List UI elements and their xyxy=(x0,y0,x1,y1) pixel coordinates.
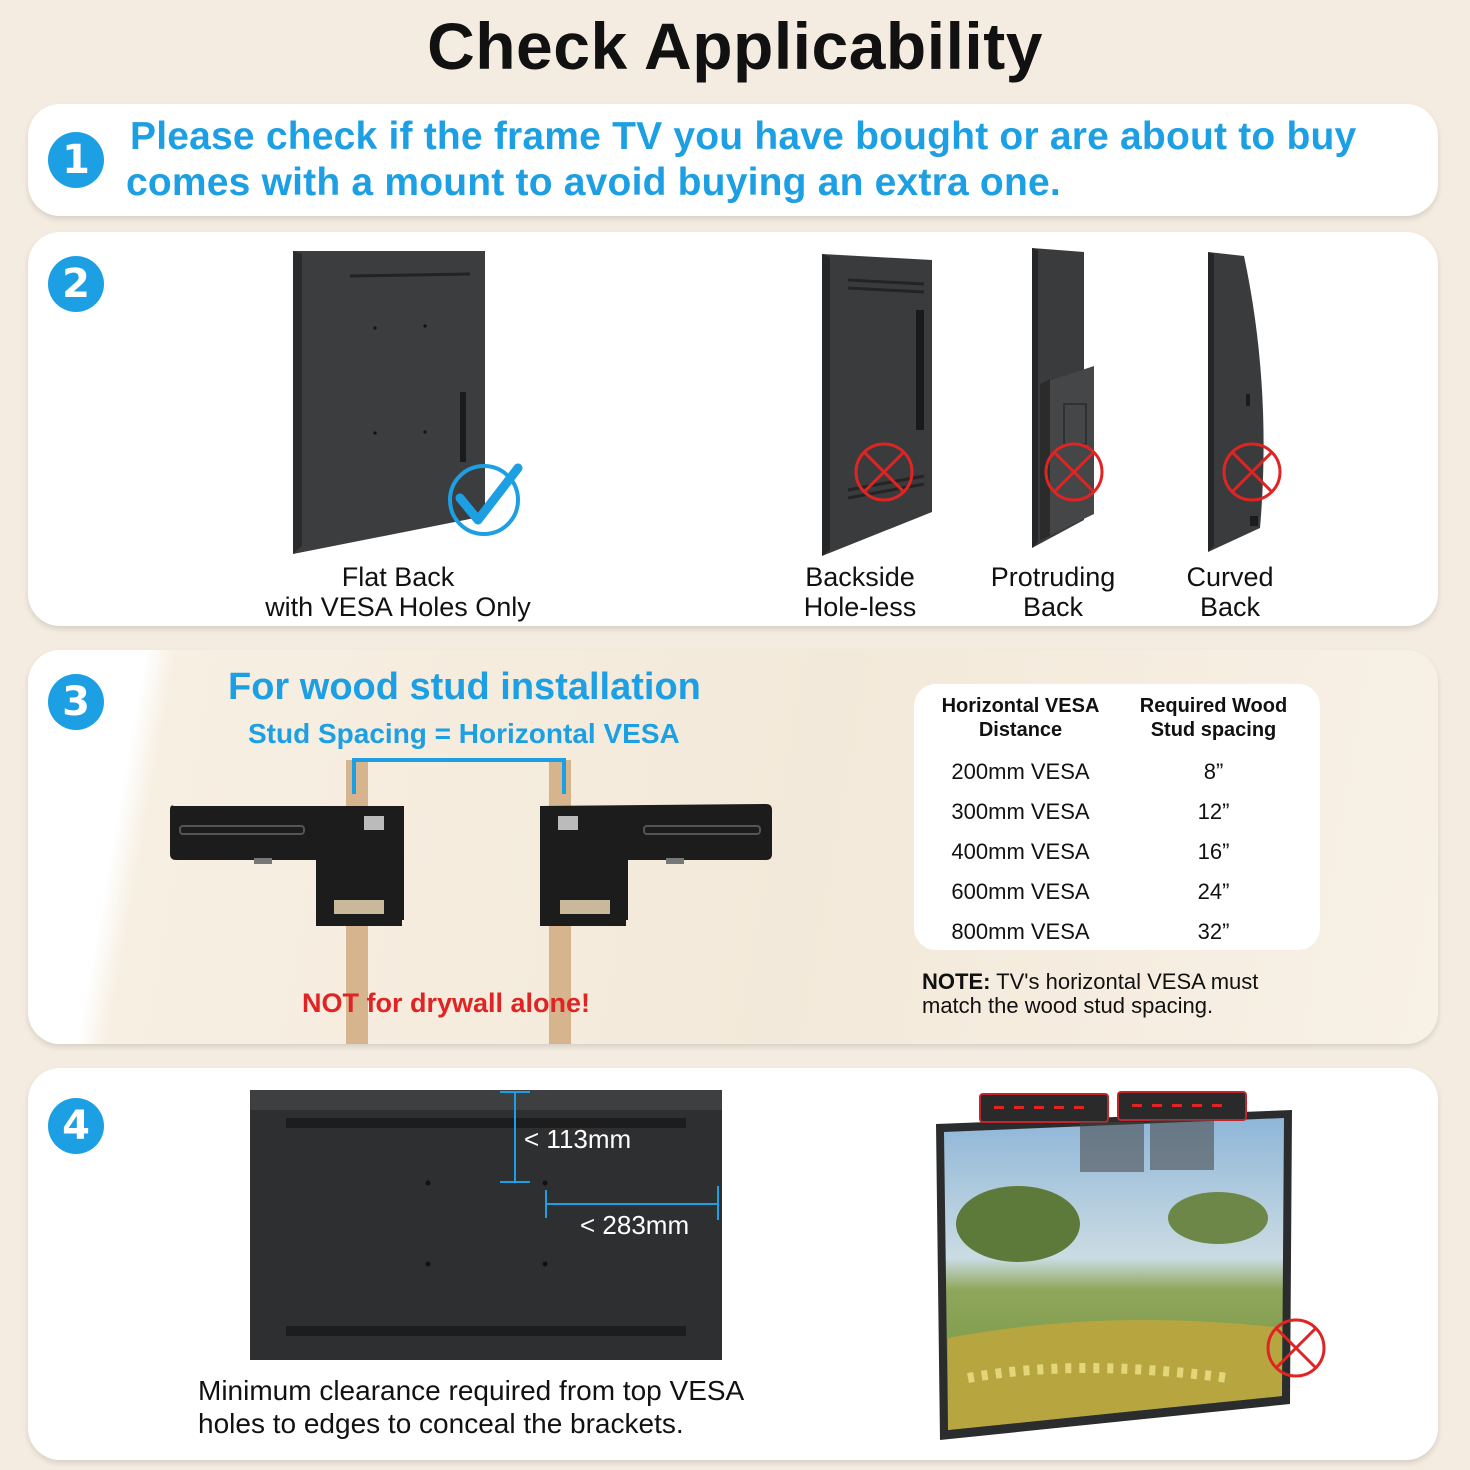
cross-icon xyxy=(854,442,914,502)
step4-card: 4 < 113mm < 283mm Minimum clearance requ… xyxy=(28,1068,1438,1460)
table-row: 600mm VESA 24” xyxy=(924,872,1310,912)
caption-line2: holes to edges to conceal the brackets. xyxy=(198,1408,684,1439)
table-row: 800mm VESA 32” xyxy=(924,912,1310,952)
protruding-tv-image xyxy=(1032,248,1094,548)
side-clearance-dimension: < 283mm xyxy=(580,1210,690,1240)
table-header-vesa: Horizontal VESA Distance xyxy=(941,695,1100,741)
step3-card: 3 For wood stud installation Stud Spacin… xyxy=(28,650,1438,1044)
table-row: 400mm VESA 16” xyxy=(924,832,1310,872)
tv-back-dimension-diagram xyxy=(250,1090,722,1360)
check-icon xyxy=(448,463,523,536)
curved-label-line2: Back xyxy=(1199,592,1261,622)
flat-back-label-line1: Flat Back xyxy=(341,562,455,592)
table-cell: 24” xyxy=(1197,879,1230,904)
drywall-warning: NOT for drywall alone! xyxy=(302,988,591,1018)
step1-line2: comes with a mount to avoid buying an ex… xyxy=(126,161,1061,204)
table-cell: 400mm VESA xyxy=(951,839,1090,864)
table-header-stud: Required Wood Stud spacing xyxy=(1139,695,1288,741)
flat-back-label: Flat Back with VESA Holes Only xyxy=(238,562,558,622)
flat-back-label-line2: with VESA Holes Only xyxy=(265,592,531,622)
hole-less-label-line2: Hole-less xyxy=(803,592,917,622)
step2-card: 2 Flat Back with VESA Holes Only Backsid… xyxy=(28,232,1438,626)
table-cell: 200mm VESA xyxy=(951,759,1090,784)
wood-stud-heading: For wood stud installation xyxy=(228,666,701,708)
note-line2: match the wood stud spacing. xyxy=(922,993,1214,1018)
flat-back-tv-image xyxy=(293,251,485,554)
protruding-label-line1: Protruding xyxy=(990,562,1116,592)
step1-instruction: Please check if the frame TV you have bo… xyxy=(126,114,1356,206)
table-cell: 32” xyxy=(1197,919,1230,944)
cross-icon xyxy=(1222,442,1282,502)
protruding-label: Protruding Back xyxy=(978,562,1128,622)
curved-label: Curved Back xyxy=(1158,562,1302,622)
table-cell: 12” xyxy=(1197,799,1230,824)
step4-number-badge: 4 xyxy=(48,1098,104,1154)
bracket-stud-illustration xyxy=(170,758,772,1044)
table-cell: 300mm VESA xyxy=(951,799,1090,824)
step1-line1: Please check if the frame TV you have bo… xyxy=(130,115,1357,158)
mounted-frame-tv-image xyxy=(936,1091,1292,1440)
stud-note: NOTE: TV's horizontal VESA must match th… xyxy=(922,970,1342,1018)
step3-number-badge: 3 xyxy=(48,674,104,730)
clearance-caption: Minimum clearance required from top VESA… xyxy=(198,1374,744,1440)
top-clearance-dimension: < 113mm xyxy=(524,1124,632,1154)
cross-icon xyxy=(1266,1318,1326,1378)
step1-card: 1 Please check if the frame TV you have … xyxy=(28,104,1438,216)
table-cell: 16” xyxy=(1197,839,1230,864)
vesa-stud-table: Horizontal VESA Distance Required Wood S… xyxy=(914,684,1320,950)
table-row: 200mm VESA 8” xyxy=(924,752,1310,792)
page-title: Check Applicability xyxy=(427,9,1043,83)
protruding-label-line2: Back xyxy=(1022,592,1084,622)
hole-less-tv-image xyxy=(822,254,932,556)
cross-icon xyxy=(1044,442,1104,502)
table-cell: 800mm VESA xyxy=(951,919,1090,944)
hole-less-label: Backside Hole-less xyxy=(780,562,940,622)
curved-tv-image xyxy=(1208,252,1264,552)
note-label: NOTE: xyxy=(922,969,991,994)
table-cell: 600mm VESA xyxy=(951,879,1090,904)
caption-line1: Minimum clearance required from top VESA xyxy=(198,1375,745,1406)
hole-less-label-line1: Backside xyxy=(805,562,915,592)
step1-number-badge: 1 xyxy=(48,132,104,188)
note-line1: TV's horizontal VESA must xyxy=(990,969,1259,994)
curved-label-line1: Curved xyxy=(1186,562,1274,592)
table-cell: 8” xyxy=(1203,759,1224,784)
step2-number-badge: 2 xyxy=(48,256,104,312)
stud-spacing-subheading: Stud Spacing = Horizontal VESA xyxy=(248,718,680,749)
table-row: 300mm VESA 12” xyxy=(924,792,1310,832)
